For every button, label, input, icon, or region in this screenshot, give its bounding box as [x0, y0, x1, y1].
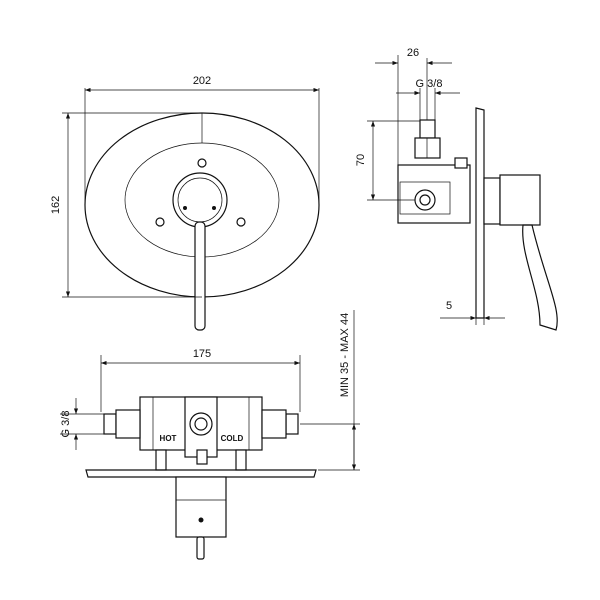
cover-plate-side	[475, 107, 485, 319]
handle-rosette	[172, 172, 228, 228]
screw-right	[236, 217, 246, 227]
valve-body-side	[397, 164, 471, 224]
bottom-view: HOT COLD 175 G 3/8 MIN 35 - MAX 44	[60, 310, 360, 560]
dim-depth-range: MIN 35 - MAX 44	[339, 313, 351, 397]
dim-thread-bottom: G 3/8	[60, 411, 72, 438]
dim-height: 162	[50, 196, 62, 214]
dim-width: 202	[193, 75, 211, 87]
cold-label: COLD	[221, 434, 244, 443]
screw-left	[155, 217, 165, 227]
handle-bottom	[175, 476, 227, 538]
lever-handle	[194, 221, 206, 331]
lever-side	[522, 224, 558, 331]
dim-thread: G 3/8	[416, 78, 443, 90]
front-view: 202 162	[50, 75, 320, 331]
dim-depth: 26	[407, 47, 419, 59]
inlet-pipe	[419, 119, 436, 139]
fitting-left	[103, 413, 117, 435]
cover-plate-bottom	[85, 469, 317, 478]
side-view: 26 G 3/8 70 5	[355, 47, 558, 331]
dim-width-bottom: 175	[193, 348, 211, 360]
dim-inlet-height: 70	[355, 154, 367, 166]
dim-plate: 5	[446, 300, 452, 312]
hot-label: HOT	[160, 434, 177, 443]
handle-side	[499, 174, 541, 226]
screw-top	[197, 158, 207, 168]
fitting-right	[285, 413, 299, 435]
